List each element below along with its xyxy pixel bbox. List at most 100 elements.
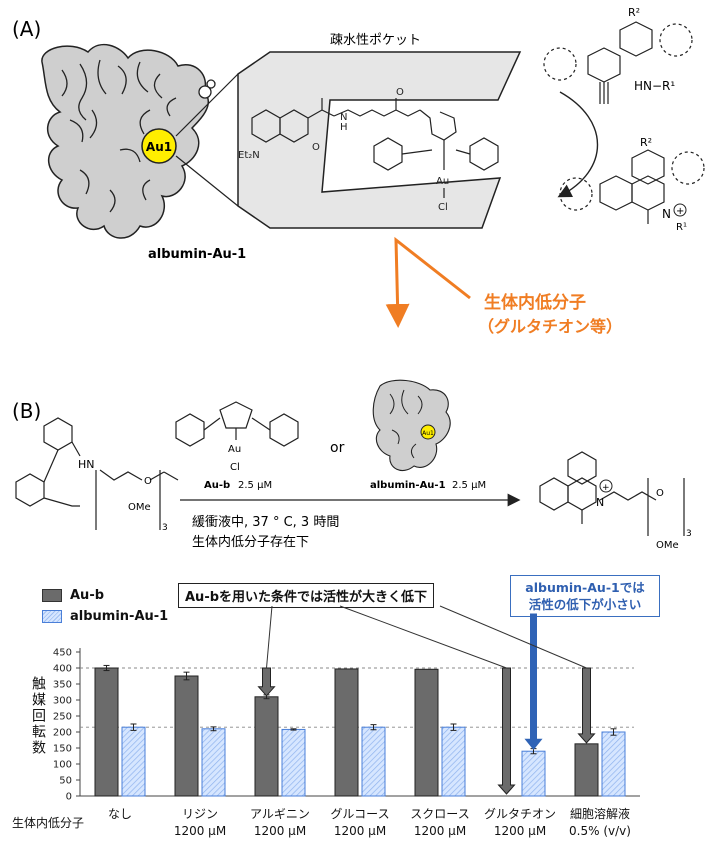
- legend-swatch-au-b: [42, 589, 62, 602]
- bar-albumin-au-1: [121, 726, 146, 797]
- category-name: なし: [107, 807, 132, 821]
- callout-albumin-small-decrease: albumin-Au-1では 活性の低下が小さい: [510, 575, 660, 617]
- au-b-label: Au-b: [204, 480, 230, 491]
- orange-label-1: 生体内低分子: [484, 292, 586, 313]
- au1-marker: [141, 128, 177, 164]
- legend-au-b: Au-b: [42, 588, 104, 603]
- y-tick-label: 100: [53, 760, 72, 771]
- callout-blue-line-1: albumin-Au-1では: [525, 580, 645, 595]
- svg-text:Et₂N: Et₂N: [238, 150, 260, 161]
- bar-au-b: [574, 743, 599, 797]
- y-tick-label: 450: [53, 648, 72, 659]
- orange-label-2: （グルタチオン等）: [478, 317, 622, 336]
- panel-b-label: (B): [12, 399, 41, 423]
- starting-material-structure: [15, 417, 179, 530]
- category-name: リジン: [181, 807, 218, 821]
- category-label: 細胞溶解液 0.5% (v/v): [560, 806, 640, 840]
- category-conc: 1200 μM: [253, 824, 307, 838]
- category-name: 細胞溶解液: [569, 807, 630, 821]
- y-tick-label: 250: [53, 712, 72, 723]
- bar-au-b: [174, 675, 199, 797]
- legend-label-albumin: albumin-Au-1: [70, 609, 169, 624]
- callout-au-b-decrease: Au-bを用いた条件では活性が大きく低下: [178, 583, 435, 608]
- albumin-au-1-label: albumin-Au-1: [370, 480, 446, 491]
- category-name: グルコース: [330, 807, 390, 821]
- svg-text:Au: Au: [436, 176, 449, 187]
- y-tick-label: 300: [53, 696, 72, 707]
- svg-text:N: N: [340, 112, 347, 123]
- reaction-schemes: Au1 Et₂N O N H O Au Cl 疎水性ポケット (A) album…: [12, 6, 705, 551]
- svg-text:Au1: Au1: [422, 430, 434, 437]
- category-conc: 0.5% (v/v): [569, 824, 631, 838]
- au1-label: Au1: [146, 140, 172, 154]
- orange-arrow: [385, 236, 471, 328]
- svg-text:H: H: [340, 122, 348, 133]
- y-tick-label: 350: [53, 680, 72, 691]
- bar-albumin-au-1: [281, 728, 306, 797]
- legend-label-au-b: Au-b: [70, 588, 105, 603]
- y-axis-label: 触媒回転数: [30, 676, 46, 756]
- bar-au-b: [254, 696, 279, 797]
- category-name: グルタチオン: [483, 807, 556, 821]
- svg-text:OMe: OMe: [128, 502, 151, 513]
- product-b-structure: [539, 451, 685, 536]
- svg-text:OMe: OMe: [656, 540, 679, 551]
- pocket-label: 疎水性ポケット: [330, 33, 421, 48]
- svg-text:+: +: [602, 483, 610, 493]
- svg-text:Au: Au: [228, 444, 241, 455]
- svg-text:N: N: [596, 496, 604, 509]
- au-b-structure: [175, 401, 299, 447]
- condition-2: 生体内低分子存在下: [192, 534, 309, 550]
- svg-text:3: 3: [162, 523, 168, 533]
- decrease-arrow-arginine: [257, 667, 276, 697]
- svg-text:O: O: [144, 476, 152, 487]
- svg-text:O: O: [656, 488, 664, 499]
- svg-text:HN: HN: [78, 458, 95, 471]
- category-label: なし: [80, 806, 160, 823]
- hydrophobic-pocket: [237, 51, 522, 229]
- legend-albumin-au-1: albumin-Au-1: [42, 609, 168, 624]
- albumin-small-illustration: Au1: [372, 379, 451, 471]
- bar-albumin-au-1: [441, 726, 466, 797]
- svg-text:R¹: R¹: [676, 222, 687, 233]
- svg-text:2.5 μM: 2.5 μM: [452, 480, 486, 491]
- y-tick-label: 50: [59, 776, 72, 787]
- category-name: アルギニン: [250, 807, 310, 821]
- svg-text:O: O: [312, 142, 320, 153]
- bar-albumin-au-1: [601, 731, 626, 797]
- category-label: グルコース 1200 μM: [320, 806, 400, 840]
- callout-blue-line-2: 活性の低下が小さい: [528, 597, 642, 612]
- svg-text:3: 3: [686, 529, 692, 539]
- substrate-structure: [543, 21, 693, 104]
- svg-text:HN−R¹: HN−R¹: [634, 79, 675, 93]
- condition-1: 緩衝液中, 37 ° C, 3 時間: [192, 515, 339, 530]
- y-tick-label: 150: [53, 744, 72, 755]
- decrease-arrow-glutathione: [497, 667, 516, 795]
- albumin-protein-illustration: [41, 43, 216, 239]
- callout-pointer: [339, 605, 507, 669]
- svg-text:Cl: Cl: [230, 462, 240, 473]
- row-label: 生体内低分子: [12, 816, 85, 830]
- bar-au-b: [334, 668, 359, 797]
- svg-text:2.5 μM: 2.5 μM: [238, 480, 272, 491]
- au-complex-structure: [251, 98, 499, 171]
- category-conc: 1200 μM: [333, 824, 387, 838]
- category-conc: 1200 μM: [493, 824, 547, 838]
- legend-swatch-albumin: [42, 610, 62, 623]
- svg-text:R²: R²: [628, 6, 640, 19]
- svg-text:+: +: [676, 206, 684, 217]
- bar-albumin-au-1: [361, 726, 386, 797]
- bar-au-b: [414, 668, 439, 797]
- svg-text:O: O: [396, 87, 404, 98]
- bar-au-b: [94, 667, 119, 797]
- albumin-label: albumin-Au-1: [148, 247, 246, 262]
- bar-albumin-au-1: [521, 750, 546, 797]
- decrease-arrow-lysate: [577, 667, 596, 744]
- svg-text:R²: R²: [640, 136, 652, 149]
- svg-text:N: N: [662, 207, 671, 221]
- callout-pointer: [266, 605, 273, 669]
- panel-a-label: (A): [12, 17, 41, 41]
- y-tick-label: 0: [66, 792, 72, 803]
